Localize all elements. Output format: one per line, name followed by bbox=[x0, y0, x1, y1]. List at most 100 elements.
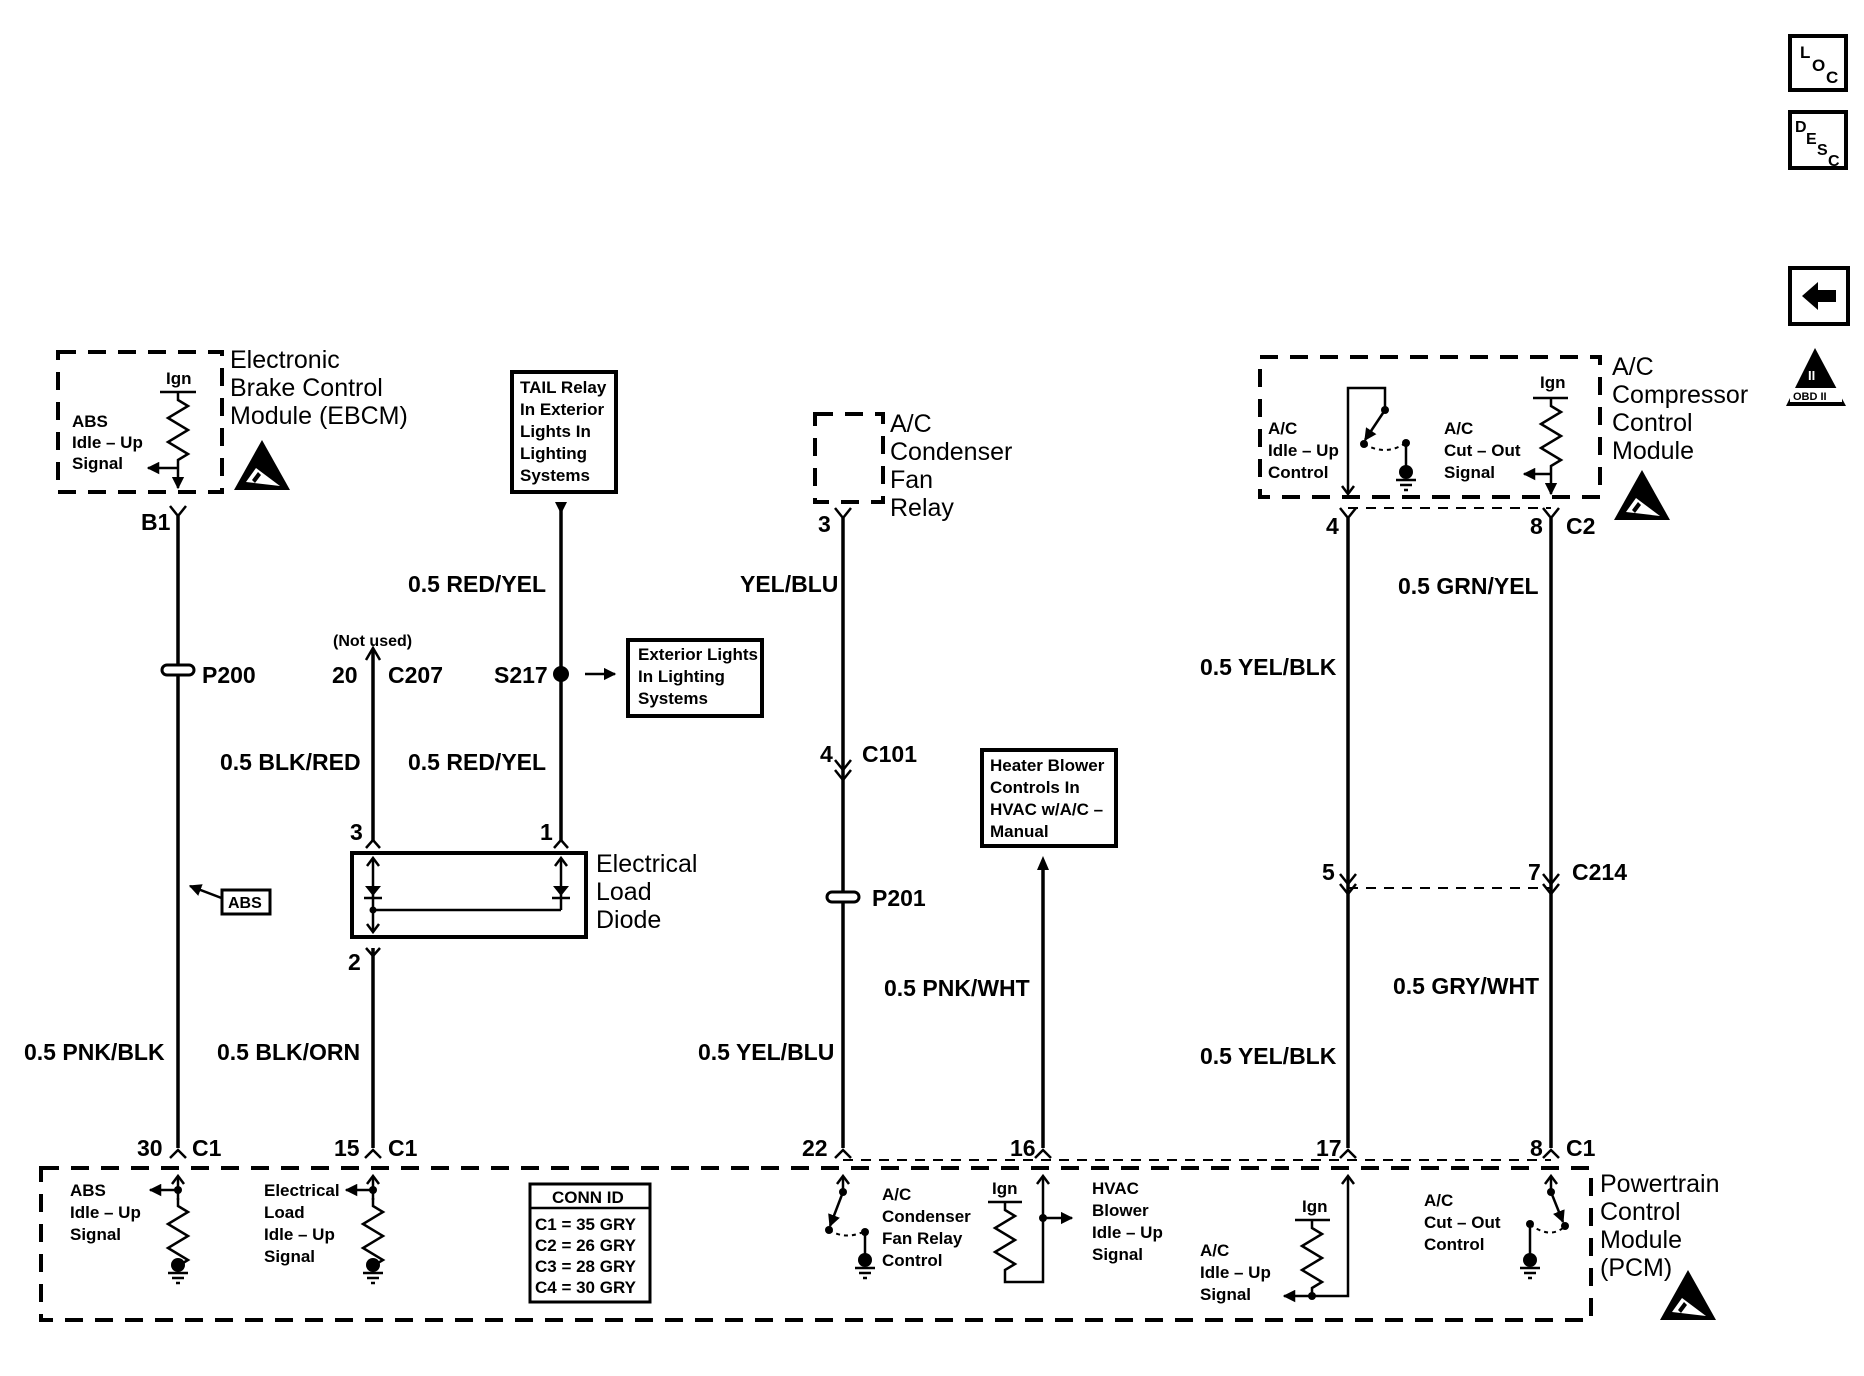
c214-pin-7: 7 bbox=[1528, 859, 1541, 885]
exterior-lights-line-2: In Lighting bbox=[638, 667, 725, 686]
pcm-pin-17: 17 bbox=[1316, 1135, 1342, 1161]
wire-label-gry-wht: 0.5 GRY/WHT bbox=[1393, 973, 1539, 999]
comp-idle-up-2: Idle – Up bbox=[1268, 441, 1339, 460]
resistor-icon bbox=[1300, 1218, 1324, 1298]
tail-relay-line-2: In Exterior bbox=[520, 400, 604, 419]
fan-relay-title-1: A/C bbox=[890, 410, 932, 438]
wire-label-red-yel-2: 0.5 RED/YEL bbox=[408, 749, 546, 775]
loc-button[interactable]: L O C bbox=[1788, 34, 1848, 92]
switch-icon bbox=[1363, 409, 1387, 442]
loc-letter-l: L bbox=[1800, 43, 1810, 62]
c214-label: C214 bbox=[1572, 859, 1627, 885]
tail-relay-line-1: TAIL Relay bbox=[520, 378, 607, 397]
heater-line-3: HVAC w/A/C – bbox=[990, 800, 1103, 819]
resistor-icon bbox=[166, 390, 190, 470]
desc-button[interactable]: D E S C bbox=[1788, 110, 1848, 170]
pcm-fan-2: Condenser bbox=[882, 1207, 971, 1226]
ebcm-connector-pin: B1 bbox=[141, 509, 171, 535]
obd2-badge-label: OBD II bbox=[1793, 391, 1827, 403]
desc-letter-c: C bbox=[1828, 153, 1840, 170]
comp-cut-out-1: A/C bbox=[1444, 419, 1473, 438]
wire-label-blk-orn: 0.5 BLK/ORN bbox=[217, 1039, 360, 1065]
comp-cut-out-2: Cut – Out bbox=[1444, 441, 1521, 460]
ground-icon bbox=[1394, 463, 1418, 492]
ebcm-signal-2: Idle – Up bbox=[72, 433, 143, 452]
compressor-title-2: Compressor bbox=[1612, 381, 1748, 409]
s217-splice-icon bbox=[553, 666, 569, 682]
electrical-load-diode: 3 1 Electrical Load Diode 2 bbox=[348, 819, 697, 975]
pcm-title-1: Powertrain bbox=[1600, 1170, 1720, 1198]
comp-idle-up-1: A/C bbox=[1268, 419, 1297, 438]
c207-label: C207 bbox=[388, 662, 443, 688]
desc-letter-s: S bbox=[1817, 142, 1828, 159]
pcm-cut-2: Cut – Out bbox=[1424, 1213, 1501, 1232]
wire-label-pnk-wht: 0.5 PNK/WHT bbox=[884, 975, 1030, 1001]
tail-relay-line-4: Lighting bbox=[520, 444, 587, 463]
wire-label-pnk-blk: 0.5 PNK/BLK bbox=[24, 1039, 165, 1065]
esd-sensitive-icon bbox=[1614, 470, 1670, 520]
wire-label-yel-blu: YEL/BLU bbox=[740, 571, 838, 597]
c207-pin: 20 bbox=[332, 662, 358, 688]
pcm-load-1: Electrical bbox=[264, 1181, 340, 1200]
p201-label: P201 bbox=[872, 885, 926, 911]
pcm-hvac-3: Idle – Up bbox=[1092, 1223, 1163, 1242]
pcm-load-3: Idle – Up bbox=[264, 1225, 335, 1244]
wire-label-yel-blu-2: 0.5 YEL/BLU bbox=[698, 1039, 834, 1065]
pcm-hvac-2: Blower bbox=[1092, 1201, 1149, 1220]
diode-title-3: Diode bbox=[596, 906, 661, 934]
obd2-badge: II OBD II bbox=[1786, 348, 1846, 406]
back-button[interactable] bbox=[1788, 266, 1850, 326]
exterior-lights-line-1: Exterior Lights bbox=[638, 645, 758, 664]
ebcm-title-3: Module (EBCM) bbox=[230, 402, 408, 430]
pcm-idle-3: Signal bbox=[1200, 1285, 1251, 1304]
wire-label-grn-yel: 0.5 GRN/YEL bbox=[1398, 573, 1539, 599]
loc-letter-c: C bbox=[1826, 68, 1838, 87]
diode-pin-3: 3 bbox=[350, 819, 363, 845]
fan-relay-title-3: Fan bbox=[890, 466, 933, 494]
pcm-conn-c1-b: C1 bbox=[388, 1135, 418, 1161]
fan-relay-pin: 3 bbox=[818, 511, 831, 537]
c2-label: C2 bbox=[1566, 513, 1595, 539]
ebcm-signal-1: ABS bbox=[72, 412, 108, 431]
pcm-fan-3: Fan Relay bbox=[882, 1229, 963, 1248]
heater-blower-box: Heater Blower Controls In HVAC w/A/C – M… bbox=[980, 748, 1118, 848]
ebcm-title-2: Brake Control bbox=[230, 374, 383, 402]
obd2-badge-top: II bbox=[1808, 368, 1815, 383]
c101-label: C101 bbox=[862, 741, 917, 767]
pcm-pin-16: 16 bbox=[1010, 1135, 1036, 1161]
not-used-label: (Not used) bbox=[333, 633, 412, 650]
compressor-title-1: A/C bbox=[1612, 353, 1654, 381]
pcm-conn-c1-c: C1 bbox=[1566, 1135, 1596, 1161]
wire-label-yel-blk-1: 0.5 YEL/BLK bbox=[1200, 654, 1337, 680]
pcm-cut-3: Control bbox=[1424, 1235, 1484, 1254]
heater-line-2: Controls In bbox=[990, 778, 1080, 797]
pcm-title-2: Control bbox=[1600, 1198, 1681, 1226]
ebcm-signal-3: Signal bbox=[72, 454, 123, 473]
comp-pin-8: 8 bbox=[1530, 513, 1543, 539]
pcm-load-4: Signal bbox=[264, 1247, 315, 1266]
comp-pin-4: 4 bbox=[1326, 513, 1339, 539]
wire-ebcm-pcm: P200 ABS 0.5 PNK/BLK bbox=[24, 516, 272, 1148]
conn-id-row-2: C2 = 26 GRY bbox=[535, 1236, 637, 1255]
pcm-title-3: Module bbox=[1600, 1226, 1682, 1254]
pcm-fan-1: A/C bbox=[882, 1185, 911, 1204]
pcm-pin-30: 30 bbox=[137, 1135, 163, 1161]
abs-reference[interactable]: ABS bbox=[188, 884, 272, 916]
conn-id-row-1: C1 = 35 GRY bbox=[535, 1215, 637, 1234]
comp-ign-label: Ign bbox=[1540, 373, 1566, 392]
p201-connector-icon bbox=[825, 890, 861, 904]
loc-letter-o: O bbox=[1812, 56, 1825, 75]
wire-label-blk-red: 0.5 BLK/RED bbox=[220, 749, 361, 775]
pcm-pin-22: 22 bbox=[802, 1135, 828, 1161]
comp-cut-out-3: Signal bbox=[1444, 463, 1495, 482]
pcm-title-4: (PCM) bbox=[1600, 1254, 1672, 1282]
compressor-title-3: Control bbox=[1612, 409, 1693, 437]
diode-title-1: Electrical bbox=[596, 850, 697, 878]
condenser-fan-relay: A/C Condenser Fan Relay 3 bbox=[813, 410, 1012, 537]
tail-relay-line-5: Systems bbox=[520, 466, 590, 485]
diode-icon bbox=[553, 886, 569, 896]
resistor-icon bbox=[993, 1200, 1017, 1280]
p200-connector-icon bbox=[160, 663, 196, 677]
diode-pin-2: 2 bbox=[348, 949, 361, 975]
